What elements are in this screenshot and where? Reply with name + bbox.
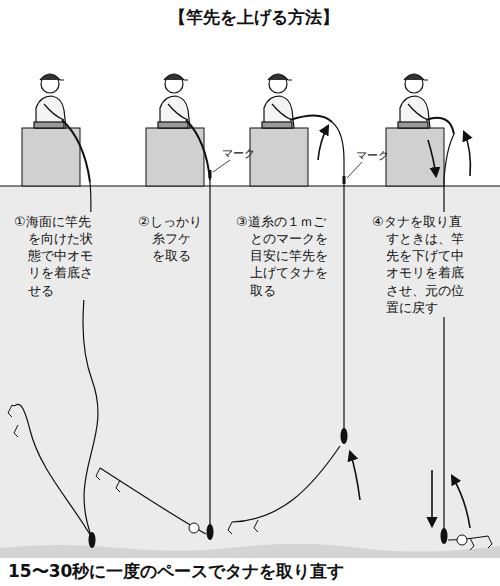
sinker [89,428,448,548]
mark-label: マーク [222,146,255,161]
sea-bottom [0,544,500,558]
leader-line [213,160,362,178]
rods-and-lines [12,115,488,540]
step-note: ④タナを取り直すときは、竿先を下げて中オモリを着底させ、元の位置に戻す [370,212,474,317]
step-note: ③道糸の１ｍごとのマークを目安に竿先を上げてタナを取る [234,212,338,300]
angler-figure [34,74,66,128]
sea-water [0,186,500,558]
hooks [8,405,492,550]
caption: 15〜30秒に一度のペースでタナを取り直す [8,560,492,583]
bait [189,523,467,545]
motion-arrow [318,126,470,528]
step-note: ①海面に竿先を向けた状態で中オモリを着底させる [12,212,104,300]
step-note: ②しっかり糸フケを取る [136,212,206,265]
diagram-title: 【竿先を上げる方法】 [4,6,500,29]
mark-label: マーク [356,148,389,163]
line-mark [210,170,344,184]
